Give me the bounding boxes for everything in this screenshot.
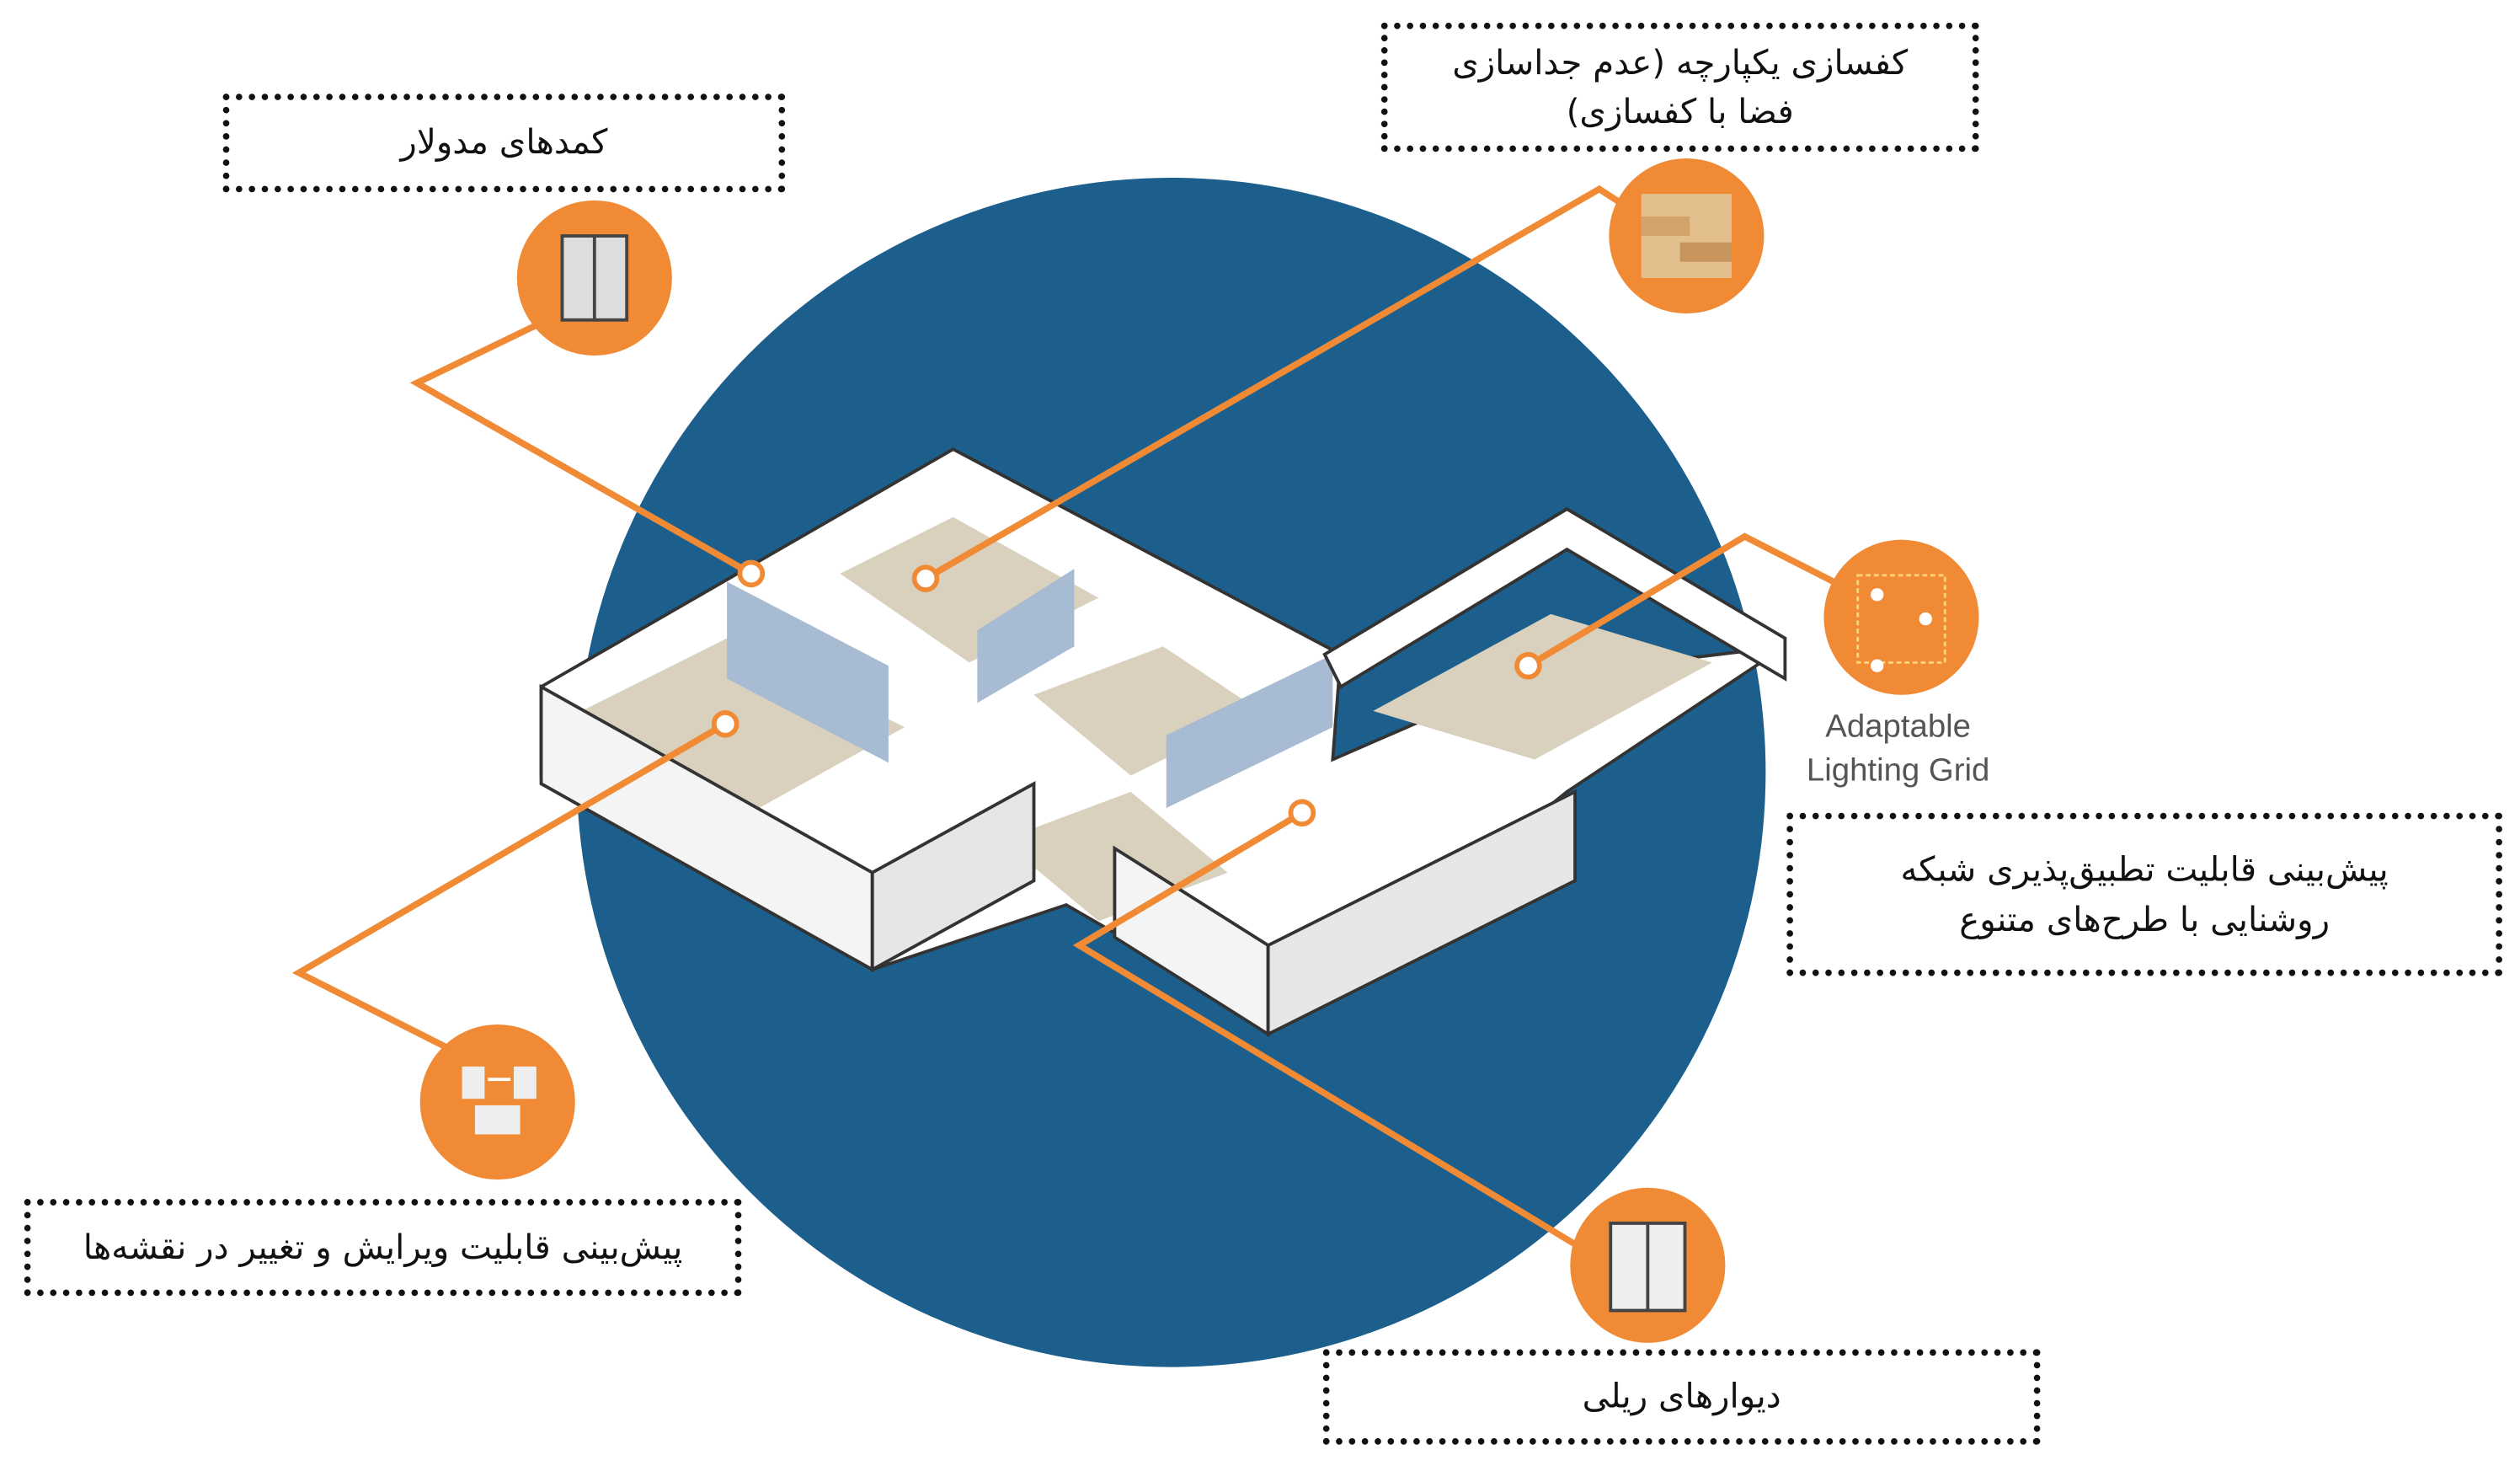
label-line-1: Adaptable: [1825, 709, 1972, 746]
callout-lighting-grid: پیش‌بینی قابلیت تطبیق‌پذیری شبکه روشنایی…: [1786, 812, 2502, 976]
callout-modular-cabinets: کمدهای مدولار: [222, 94, 786, 193]
floor-area: [581, 638, 905, 808]
callout-editable-plans: پیش‌بینی قابلیت ویرایش و تغییر در نقشه‌ه…: [24, 1199, 742, 1297]
leader-line: [1072, 810, 1578, 1248]
floor-area: [1033, 646, 1261, 776]
outer-wall: [1266, 789, 1577, 1037]
sliding-door-icon: [1570, 1187, 1726, 1343]
leader-line: [409, 312, 753, 577]
lighting-grid-icon: [1823, 539, 1979, 695]
leader-line: [1526, 532, 1835, 669]
partition-wall: [1166, 654, 1333, 808]
apartment-isometric: [539, 447, 1787, 1037]
callout-integrated-flooring: کفسازی یکپارچه (عدم جداسازی فضا با کفساز…: [1380, 22, 1979, 152]
leader-dots: [711, 559, 1542, 827]
leader-line: [291, 720, 728, 1062]
outer-wall: [870, 780, 1036, 973]
partition-wall: [977, 569, 1075, 703]
callout-sliding-walls: دیوارهای ریلی: [1322, 1349, 2041, 1445]
layout-change-icon: [419, 1024, 575, 1180]
leader-lines: [291, 185, 1835, 1248]
outer-wall: [1322, 506, 1787, 689]
floor-area: [1373, 613, 1713, 760]
label-line-2: Lighting Grid: [1806, 752, 1990, 789]
adaptable-lighting-label: Adaptable Lighting Grid: [1777, 706, 2020, 794]
partition-wall: [727, 581, 889, 763]
wood-floor-icon: [1609, 158, 1765, 314]
cabinet-icon: [516, 200, 672, 356]
